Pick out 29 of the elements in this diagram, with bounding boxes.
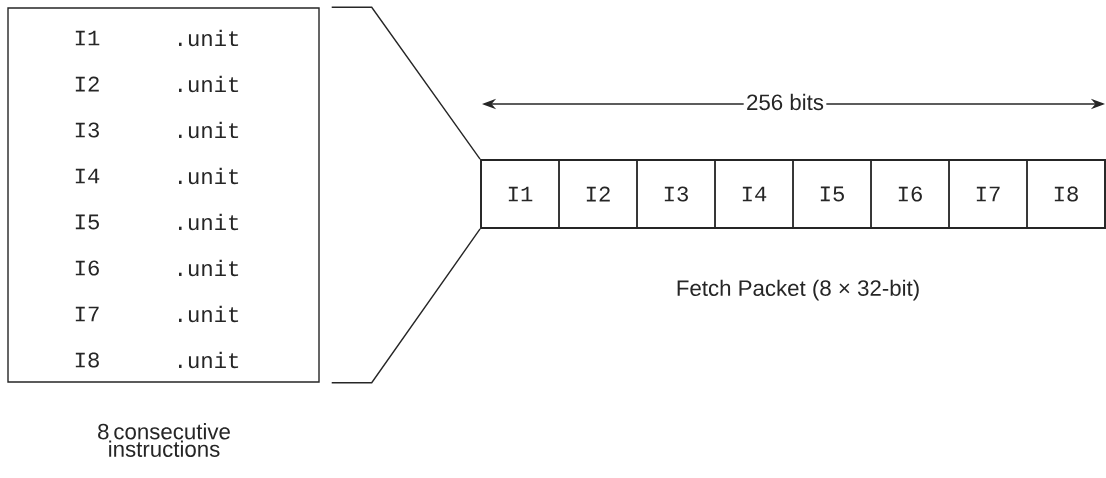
instruction-id: I5 [75,214,99,230]
dimension-label: 256 bits [743,91,827,113]
expansion-line [331,6,481,160]
instruction-cell: I5 [792,159,872,229]
instruction-id: I6 [75,260,99,276]
unit-text: .unit [179,121,239,139]
unit-text: .unit [179,351,239,369]
node-label: 8 consecutive instructions [98,423,230,457]
unit-text: .unit [179,259,239,277]
instruction-id: I2 [75,76,99,92]
instruction-cell: I4 [714,159,794,229]
instruction-id: I1 [75,30,100,46]
instruction-cell: I7 [948,159,1028,229]
unit-text: .unit [179,213,239,231]
instruction-id: I8 [75,352,99,368]
instruction-id: I4 [75,168,100,184]
expansion-line [331,228,481,384]
unit-text: .unit [179,29,239,47]
unit-text: .unit [179,75,239,93]
instruction-id: I3 [75,122,99,138]
instruction-cell: I6 [870,159,950,229]
unit-text: .unit [179,167,239,185]
instruction-id: I7 [75,306,99,322]
unit-text: .unit [179,305,239,323]
instruction-cell: I3 [636,159,716,229]
instruction-cell: I8 [1026,159,1106,229]
instruction-cell: I2 [558,159,638,229]
instruction-cell: I1 [480,159,560,229]
node-label: Fetch Packet (8 × 32-bit) [677,279,919,301]
